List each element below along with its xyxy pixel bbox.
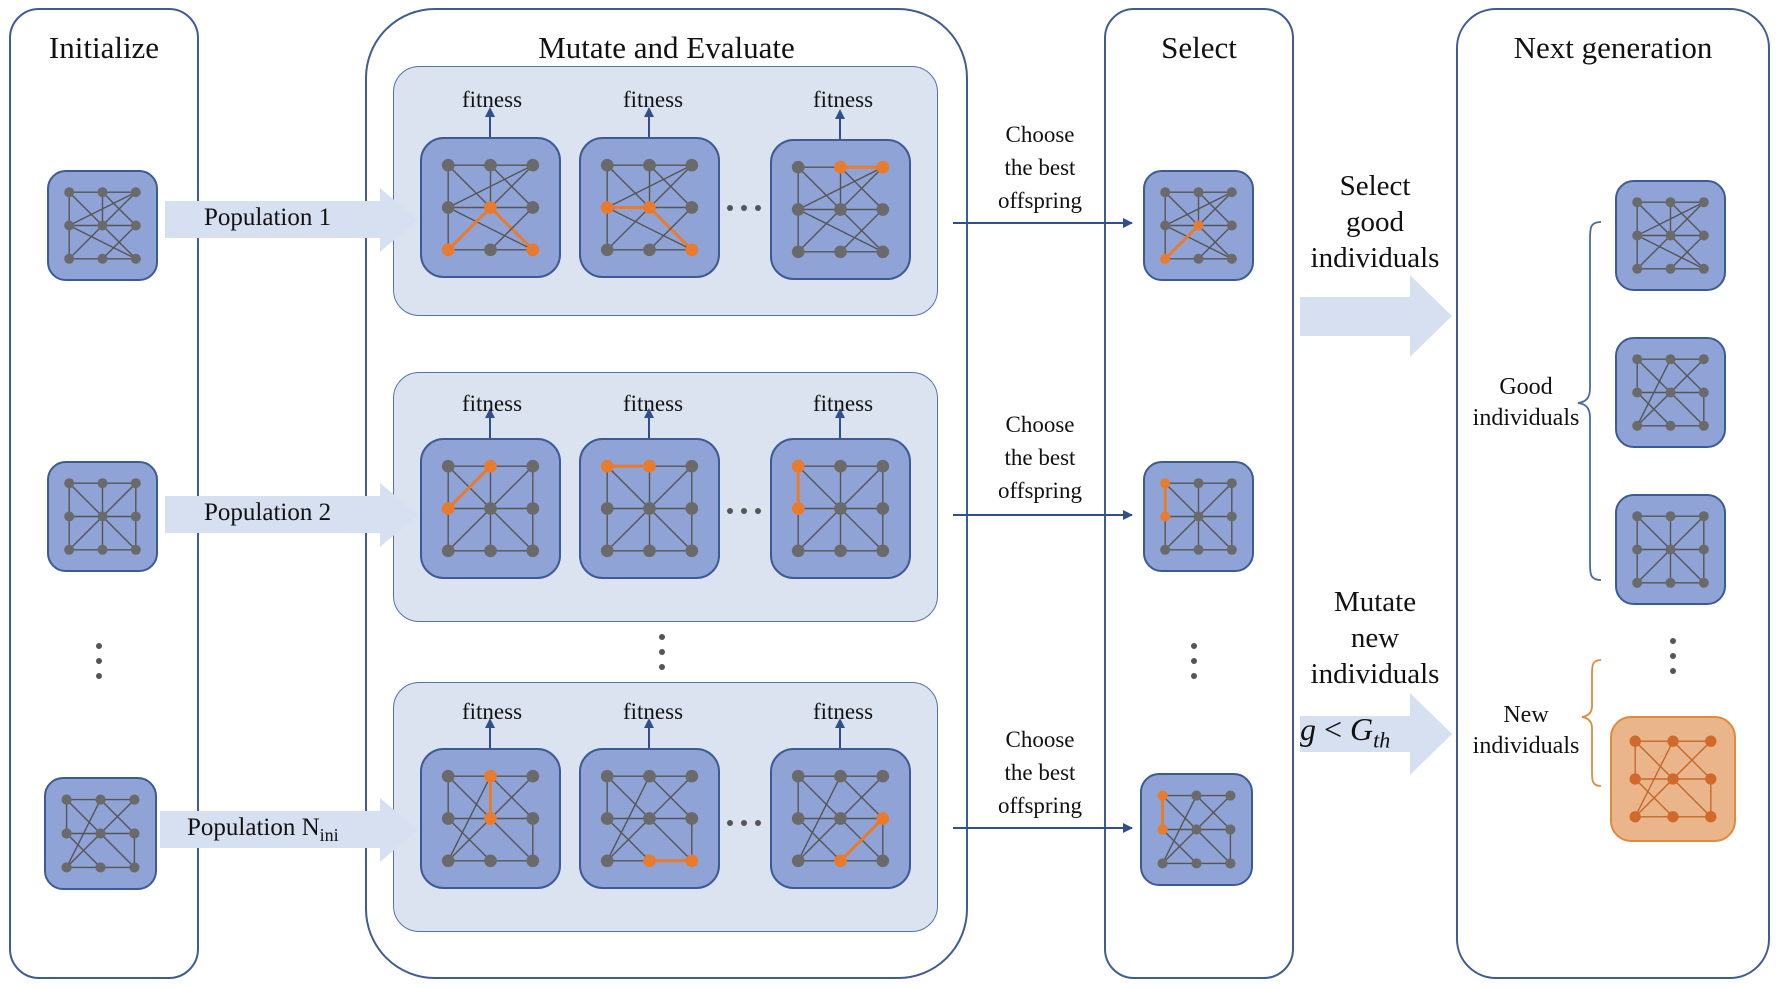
mutate-evaluate-title: Mutate and Evaluate	[538, 30, 795, 65]
network-icon-13	[579, 748, 720, 889]
fitness-arrowhead-3	[835, 109, 845, 119]
network-icon-6	[770, 139, 911, 280]
next-generation-ellipsis	[1670, 638, 1678, 683]
fitness-label-r2-c1: fitness	[461, 391, 523, 416]
generation-condition: g < Gth	[1300, 711, 1391, 753]
network-icon-16	[1615, 180, 1726, 291]
network-icon-18	[1615, 494, 1726, 605]
fitness-arrowhead-6	[835, 408, 845, 418]
fitness-label-r3-c3: fitness	[812, 699, 874, 724]
network-icon-12	[420, 748, 561, 889]
fitness-arrowhead-9	[835, 718, 845, 728]
fitness-label-r1-c2: fitness	[622, 87, 684, 112]
initialize-title: Initialize	[48, 30, 160, 65]
next-generation-title: Next generation	[1513, 30, 1713, 65]
network-icon-11	[1143, 461, 1254, 572]
good-individuals-brace	[1577, 221, 1602, 581]
network-icon-9	[579, 438, 720, 579]
mutate-ellipsis	[659, 634, 667, 679]
network-icon-2	[47, 461, 158, 572]
network-icon-7	[1143, 170, 1254, 281]
fitness-arrowhead-4	[485, 408, 495, 418]
population-2-arrow	[165, 483, 418, 547]
select-title: Select	[1161, 30, 1237, 65]
fitness-label-r1-c3: fitness	[812, 87, 874, 112]
select-ellipsis	[1191, 643, 1199, 688]
select-good-arrow	[1300, 275, 1452, 357]
fitness-arrowhead-2	[644, 107, 654, 117]
population-2-label: Population 2	[204, 499, 332, 526]
fitness-arrowhead-8	[644, 718, 654, 728]
initialize-ellipsis	[96, 643, 104, 688]
network-icon-4	[420, 137, 561, 278]
fitness-arrowhead-7	[485, 718, 495, 728]
fitness-label-r2-c2: fitness	[622, 391, 684, 416]
fitness-arrowhead-1	[485, 107, 495, 117]
offspring-ellipsis-2	[727, 508, 761, 514]
network-icon-15	[1140, 773, 1253, 886]
fitness-label-r3-c2: fitness	[622, 699, 684, 724]
network-icon-8	[420, 438, 561, 579]
new-individual-network-icon-19	[1610, 716, 1736, 842]
offspring-ellipsis-1	[727, 205, 761, 211]
population-1-arrow	[165, 188, 418, 252]
network-icon-10	[770, 438, 911, 579]
network-icon-17	[1615, 337, 1726, 448]
population-n-arrow	[160, 798, 418, 862]
network-icon-5	[579, 137, 720, 278]
fitness-arrowhead-5	[644, 408, 654, 418]
population-1-label: Population 1	[204, 204, 332, 231]
network-icon-1	[47, 170, 158, 281]
mutate-new-arrow	[1300, 693, 1452, 775]
network-icon-3	[44, 777, 157, 890]
fitness-label-r2-c3: fitness	[812, 391, 874, 416]
new-individuals-brace	[1581, 659, 1602, 787]
fitness-label-r3-c1: fitness	[461, 699, 523, 724]
offspring-ellipsis-3	[727, 820, 761, 826]
fitness-label-r1-c1: fitness	[461, 87, 523, 112]
population-n-label: Population Nini	[187, 814, 339, 845]
network-icon-14	[770, 748, 911, 889]
